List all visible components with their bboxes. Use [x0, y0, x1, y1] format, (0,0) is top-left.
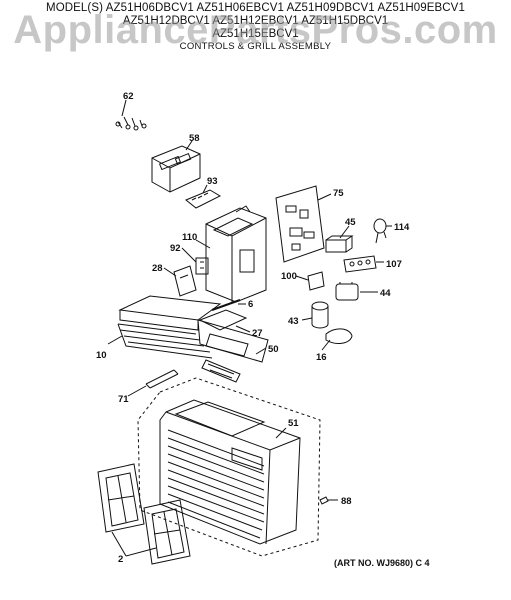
callout-43: 43: [288, 316, 299, 327]
part-6-gasket[interactable]: [211, 299, 246, 311]
callout-10: 10: [96, 350, 107, 361]
part-28-thermostat[interactable]: [163, 265, 197, 297]
callout-6: 6: [248, 299, 253, 310]
callout-44: 44: [380, 288, 391, 299]
part-44-capacitor[interactable]: [335, 282, 378, 301]
part-16-strap[interactable]: [321, 328, 353, 351]
callout-27: 27: [252, 328, 263, 339]
part-50-front-frame[interactable]: [197, 319, 269, 383]
assembly-boundary: [137, 377, 321, 557]
part-62-screws[interactable]: [115, 99, 147, 131]
callout-107: 107: [386, 259, 402, 270]
callout-114: 114: [394, 222, 410, 233]
part-51-front-cabinet[interactable]: [159, 399, 301, 545]
art-number: (ART NO. WJ9680) C 4: [334, 558, 430, 568]
callout-51: 51: [288, 418, 299, 429]
part-93-switch[interactable]: [185, 184, 222, 209]
model-list-line-3: AZ51H15EBCV1: [212, 28, 299, 40]
callout-92: 92: [170, 243, 181, 254]
part-27-cover[interactable]: [198, 309, 251, 333]
callout-62: 62: [123, 91, 134, 102]
part-107-terminal-block[interactable]: [343, 255, 384, 273]
model-list-line-1: MODEL(S) AZ51H06DBCV1 AZ51H06EBCV1 AZ51H…: [46, 2, 465, 14]
part-71-clip[interactable]: [127, 369, 179, 397]
callout-75: 75: [333, 188, 344, 199]
callout-110: 110: [182, 232, 197, 243]
callout-45: 45: [345, 217, 356, 228]
part-2-filters[interactable]: [97, 463, 191, 565]
part-110-control-housing[interactable]: [195, 205, 267, 303]
callout-2: 2: [118, 554, 123, 565]
model-list-line-2: AZ51H12DBCV1 AZ51H12EBCV1 AZ51H15DBCV1: [122, 15, 389, 27]
callout-16: 16: [316, 352, 327, 363]
part-100-terminal[interactable]: [295, 271, 325, 291]
callout-50: 50: [268, 344, 279, 355]
part-88-screw[interactable]: [319, 496, 338, 505]
part-45-relay[interactable]: [325, 225, 354, 253]
callout-93: 93: [207, 176, 218, 187]
callout-100: 100: [281, 271, 297, 282]
part-10-discharge-grille[interactable]: [107, 295, 222, 359]
part-92-bracket[interactable]: [181, 247, 209, 275]
part-114-sensor[interactable]: [373, 218, 392, 244]
part-43-capacitor[interactable]: [301, 301, 329, 329]
callout-71: 71: [118, 394, 129, 405]
callout-88: 88: [341, 496, 352, 507]
part-75-control-board[interactable]: [275, 185, 332, 263]
part-58-control-panel[interactable]: [151, 140, 201, 193]
diagram-subtitle: CONTROLS & GRILL ASSEMBLY: [179, 41, 332, 52]
callout-28: 28: [152, 263, 163, 274]
callout-58: 58: [189, 133, 200, 144]
